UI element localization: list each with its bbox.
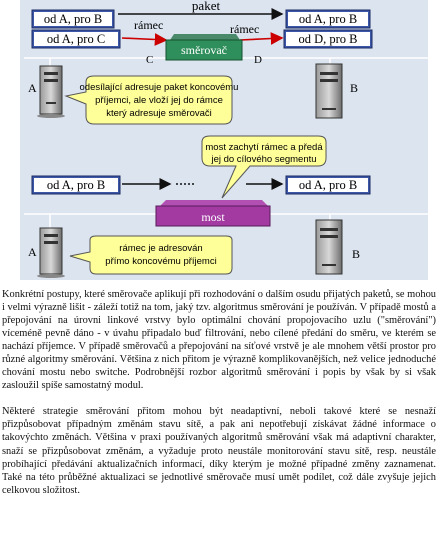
computer-b-top-icon [315, 58, 343, 119]
paragraph-adaptive-routing: Některé strategie směrování přitom mohou… [2, 406, 436, 496]
paragraph-routing-algorithms: Konkrétní postupy, které směrovače aplik… [2, 289, 436, 392]
sender-callout-line-1: odesílající adresuje paket koncovému [80, 82, 239, 93]
host-a-bottom-label: A [28, 245, 37, 259]
bridge-frame-label-left: od A, pro B [47, 178, 105, 192]
frame-label-bottom-right: od D, pro B [298, 32, 357, 46]
frame-arrow-in [121, 33, 168, 46]
router-box [165, 39, 243, 61]
bridge-frame-label-right: od A, pro B [299, 178, 357, 192]
sender-callout-line-2: příjemci, ale vloží jej do rámce [95, 95, 223, 106]
sender-callout-bubble [64, 75, 233, 125]
computer-a-top-icon [37, 58, 65, 118]
router-port-d: D [254, 54, 262, 66]
router-port-c: C [146, 54, 153, 66]
receiver-callout-line-2: přímo koncovému příjemci [105, 256, 216, 267]
frame-arrow-out [239, 32, 284, 45]
bridge-callout-bubble [201, 135, 327, 199]
bridge-callout-line-2: jej do cílového segmentu [210, 154, 316, 165]
bridge-callout-line-1: most zachytí rámec a předá [205, 142, 323, 153]
network-diagram: od A, pro B od A, pro B paket rámec ráme… [20, 0, 428, 280]
packet-label: paket [192, 0, 221, 13]
bridge-box [155, 205, 271, 227]
frame-label-top-left: od A, pro B [44, 12, 102, 26]
sender-callout-line-3: který adresuje směrovači [106, 108, 212, 119]
frame-label-left: rámec [134, 18, 163, 32]
diagram-svg: od A, pro B od A, pro B paket rámec ráme… [24, 0, 428, 278]
host-b-top-label: B [350, 81, 358, 95]
computer-a-bottom-icon [37, 214, 65, 278]
receiver-callout-bubble [69, 235, 233, 275]
frame-label-right: rámec [230, 22, 259, 36]
article-body: Konkrétní postupy, které směrovače aplik… [2, 288, 436, 497]
computer-b-bottom-icon [315, 214, 343, 275]
host-a-top-label: A [28, 81, 37, 95]
frame-label-top-right: od A, pro B [299, 12, 357, 26]
router-label: směrovač [181, 43, 227, 57]
host-b-bottom-label: B [352, 247, 360, 261]
bridge-label: most [201, 210, 225, 224]
receiver-callout-line-1: rámec je adresován [119, 243, 202, 254]
frame-label-bottom-left: od A, pro C [47, 32, 105, 46]
